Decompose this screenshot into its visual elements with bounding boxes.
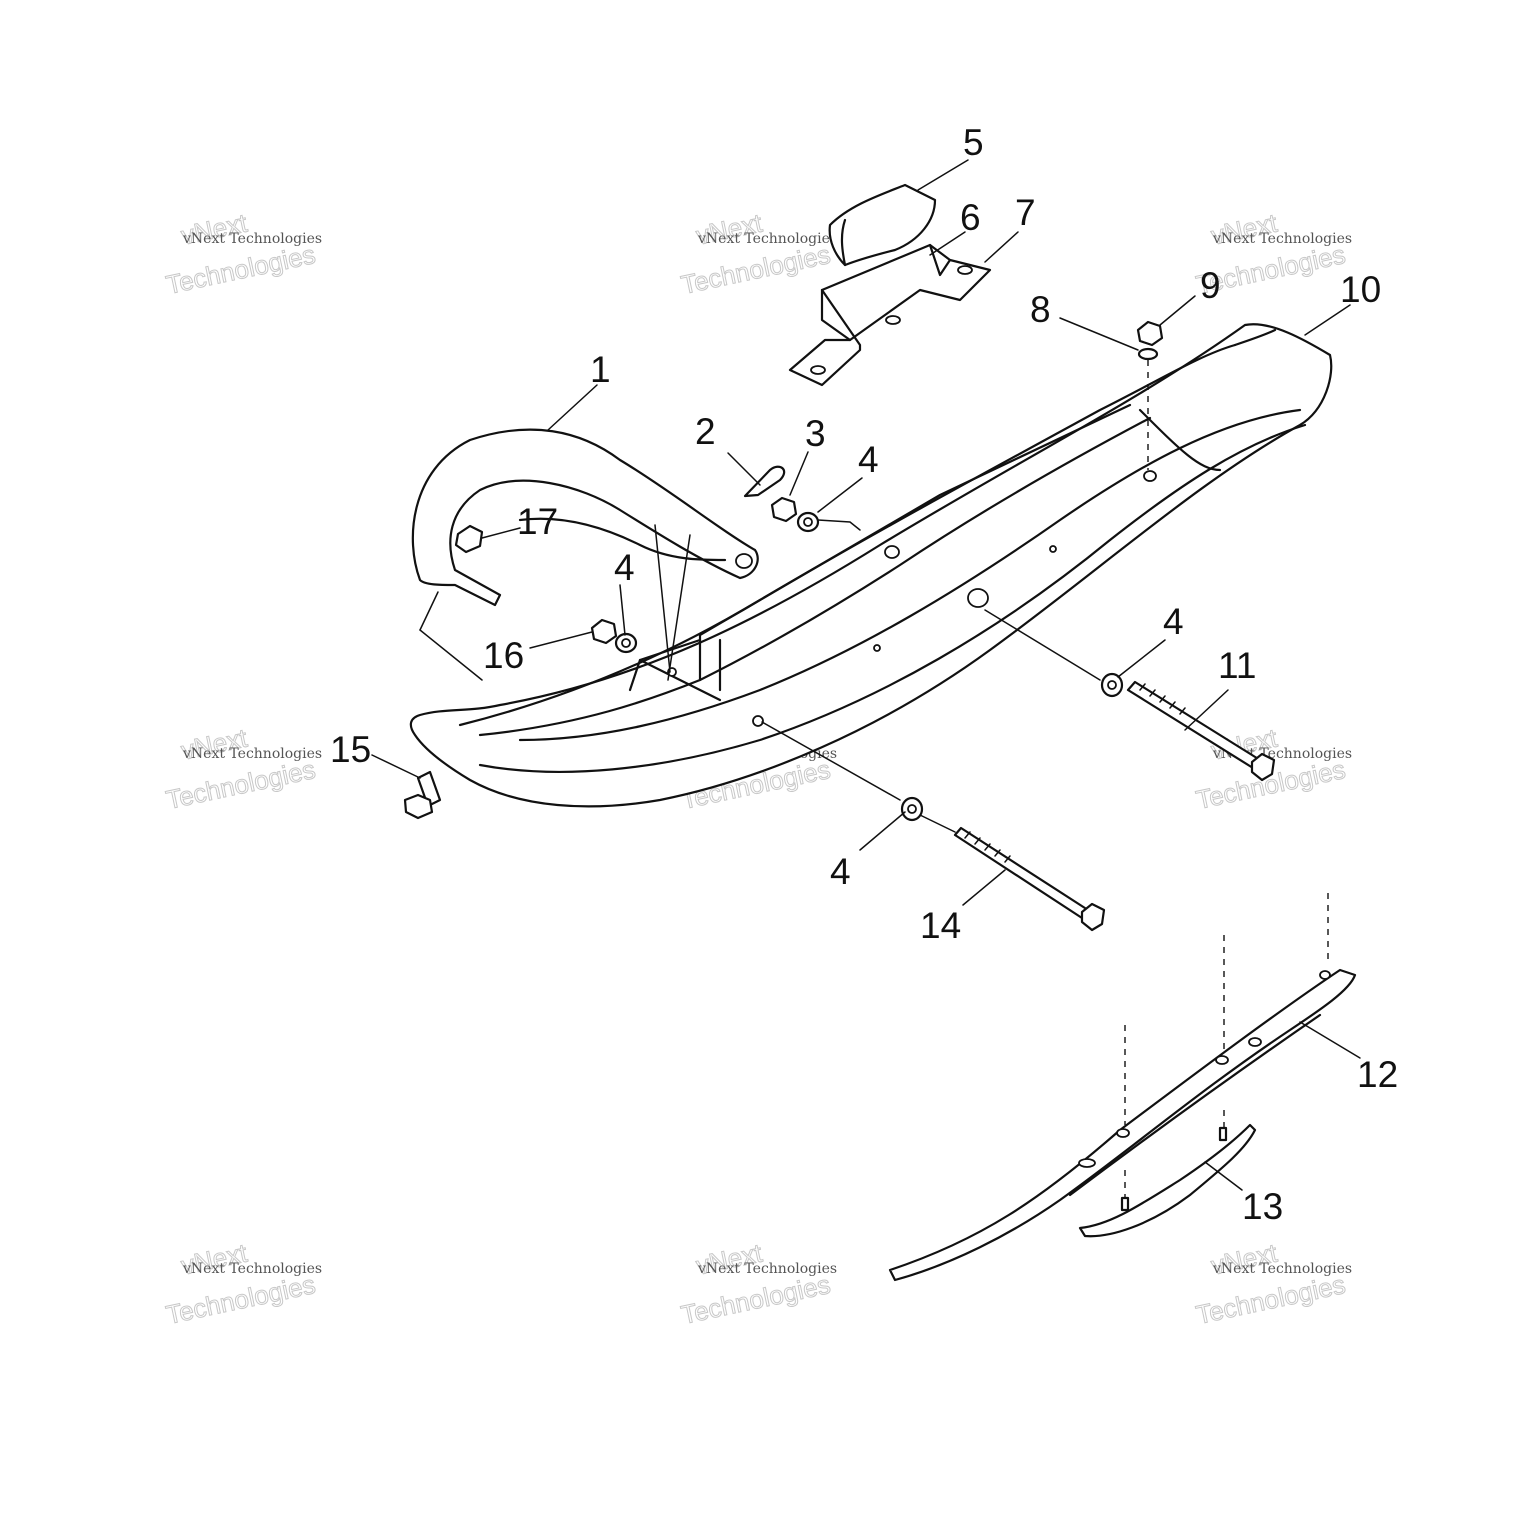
callout-15: 15: [330, 729, 371, 770]
watermark-small: vNext Technologies: [697, 1261, 837, 1277]
callout-1: 1: [590, 349, 611, 390]
callout-4-left: 4: [614, 547, 635, 588]
callout-5: 5: [963, 122, 984, 163]
watermark-middle-left: vNext Technologies vNext Technologies: [163, 722, 322, 816]
watermark-small: vNext Technologies: [1212, 231, 1352, 247]
watermark-top-center: vNext Technologies vNext Technologies: [678, 207, 837, 301]
leader-lines: [371, 159, 1361, 1191]
runner-13: [1078, 1110, 1257, 1238]
callout-12: 12: [1357, 1054, 1398, 1095]
bolt-14-head: [1080, 902, 1106, 932]
watermark-small: vNext Technologies: [182, 746, 322, 762]
watermark-small: vNext Technologies: [182, 1261, 322, 1277]
callout-4-right: 4: [1163, 601, 1184, 642]
nut-9: [1136, 320, 1164, 347]
callout-10: 10: [1340, 269, 1381, 310]
watermark-bottom-center: vNext Technologies vNext Technologies: [678, 1237, 837, 1331]
bolt-11-head: [1250, 752, 1276, 782]
callout-2: 2: [695, 411, 716, 452]
callout-16: 16: [483, 635, 524, 676]
saddle-assembly: [788, 183, 992, 387]
watermark-bottom-left: vNext Technologies vNext Technologies: [163, 1237, 322, 1331]
watermark-bottom-right: vNext Technologies vNext Technologies: [1193, 1237, 1352, 1331]
clip-part-17: [454, 524, 521, 554]
washer-8: [1137, 347, 1159, 361]
callout-6: 6: [960, 197, 981, 238]
cotter-pin: [743, 465, 786, 498]
bolt-14: [761, 721, 1106, 932]
watermark-small: vNext Technologies: [1212, 1261, 1352, 1277]
callout-3: 3: [805, 413, 826, 454]
callout-11: 11: [1218, 645, 1256, 686]
callout-4-bottom: 4: [830, 851, 851, 892]
hardware-upper: [743, 465, 861, 533]
bolt-11: [984, 609, 1276, 782]
watermark-top-left: vNext Technologies vNext Technologies: [163, 207, 322, 301]
nut-16: [590, 618, 618, 645]
callout-7: 7: [1015, 192, 1036, 233]
watermark-small: vNext Technologies: [182, 231, 322, 247]
callout-8: 8: [1030, 289, 1051, 330]
callout-17: 17: [517, 501, 558, 542]
hardware-left: [590, 618, 638, 654]
hardware-top-right: [1136, 320, 1164, 470]
screw-15-head: [403, 793, 434, 820]
screw-15: [403, 770, 442, 820]
watermark-small: vNext Technologies: [697, 231, 837, 247]
callout-14: 14: [920, 905, 961, 946]
callout-13: 13: [1242, 1186, 1283, 1227]
callout-9: 9: [1200, 265, 1221, 306]
ski-loop: [411, 428, 759, 681]
nut-3: [770, 496, 798, 523]
ski-body: [409, 323, 1333, 808]
callout-4-upper: 4: [858, 439, 879, 480]
callout-labels: 1 2 3 4 5 6 7 8 9 10 4 16 17 4 11 15 4 1…: [330, 122, 1398, 1227]
wear-bar-12: [888, 893, 1357, 1282]
